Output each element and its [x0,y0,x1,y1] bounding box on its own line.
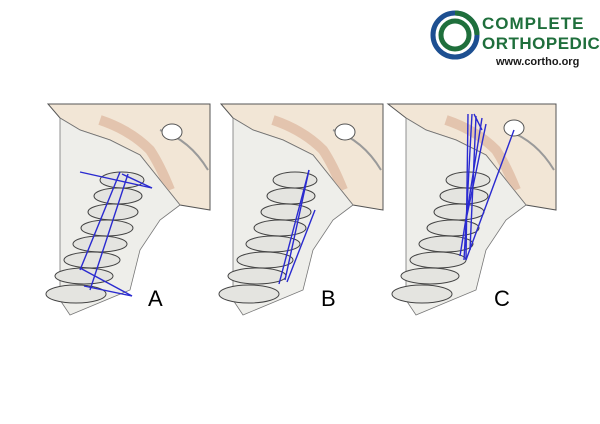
logo-title-line1: COMPLETE [482,14,585,33]
panel-b: B [213,100,385,320]
logo-ring-icon [430,10,480,60]
panel-a: A [40,100,212,320]
panel-label-a: A [148,286,163,311]
panel-label-b: B [321,286,336,311]
cervical-spine-illustration-a [45,103,211,316]
cervical-spine-illustration-c [386,103,557,316]
logo-url: www.cortho.org [496,56,580,68]
panel-c: C [386,100,558,320]
logo-title-line2: ORTHOPEDICS [482,34,600,53]
cervical-spine-illustration-b [218,103,384,316]
complete-orthopedics-logo: COMPLETE ORTHOPEDICS www.cortho.org [430,8,600,74]
panel-label-c: C [494,286,510,311]
cervical-spine-figure: A B [40,100,560,320]
